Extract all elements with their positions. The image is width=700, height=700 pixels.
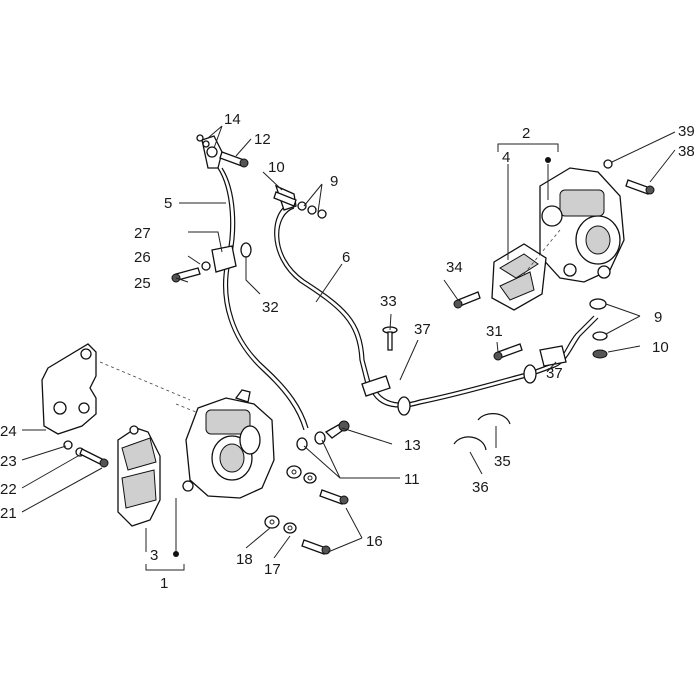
hose-clamp	[171, 242, 252, 283]
callout-9: 9	[330, 173, 338, 190]
callout-33: 33	[380, 293, 397, 310]
brake-hose-front	[201, 135, 309, 431]
callout-labels: 1 2 3 4 5 6 9 9 10 10 11 12 13 14 16 17 …	[0, 111, 695, 592]
callout-34: 34	[446, 259, 463, 276]
rear-banjo-washers	[589, 298, 608, 359]
leader-lines	[21, 125, 676, 571]
callout-13: 13	[404, 437, 421, 454]
callout-9: 9	[654, 309, 662, 326]
callout-36: 36	[472, 479, 489, 496]
callout-26: 26	[134, 249, 151, 266]
top-banjo-bolt	[196, 134, 249, 168]
callout-16: 16	[366, 533, 383, 550]
callout-1: 1	[160, 575, 168, 592]
hose-bolt-washers-top	[273, 191, 327, 219]
callout-37: 37	[414, 321, 431, 338]
callout-3: 3	[150, 547, 158, 564]
caliper-bracket	[41, 343, 97, 435]
front-brake-pads	[117, 425, 161, 527]
callout-2: 2	[522, 125, 530, 142]
caliper-bolts-washers	[264, 465, 349, 555]
callout-11: 11	[404, 471, 420, 488]
callout-27: 27	[134, 225, 151, 242]
callout-17: 17	[264, 561, 281, 578]
assembly-guides	[99, 229, 561, 413]
callout-21: 21	[0, 505, 17, 522]
callout-12: 12	[254, 131, 271, 148]
callout-25: 25	[134, 275, 151, 292]
assembly-dots	[173, 157, 551, 557]
callout-39: 39	[678, 123, 695, 140]
rear-brake-caliper	[539, 167, 625, 283]
callout-31: 31	[486, 323, 503, 340]
callout-37: 37	[546, 365, 563, 382]
callout-24: 24	[0, 423, 17, 440]
retaining-clips	[453, 413, 511, 451]
callout-6: 6	[342, 249, 350, 266]
mounting-screw	[382, 326, 398, 351]
bracket-washers-bolt	[63, 440, 109, 468]
callout-10: 10	[652, 339, 669, 356]
callout-22: 22	[0, 481, 17, 498]
callout-4: 4	[502, 149, 510, 166]
callout-18: 18	[236, 551, 253, 568]
banjo-bolt-washers	[296, 420, 350, 451]
callout-10: 10	[268, 159, 285, 176]
callout-23: 23	[0, 453, 17, 470]
rear-brake-pads	[491, 243, 547, 311]
front-brake-caliper	[182, 389, 275, 499]
callout-32: 32	[262, 299, 279, 316]
callout-38: 38	[678, 143, 695, 160]
brake-pipe-rigid	[361, 315, 599, 416]
callout-35: 35	[494, 453, 511, 470]
callout-5: 5	[164, 195, 172, 212]
rear-bolts	[453, 159, 655, 361]
callout-14: 14	[224, 111, 241, 128]
